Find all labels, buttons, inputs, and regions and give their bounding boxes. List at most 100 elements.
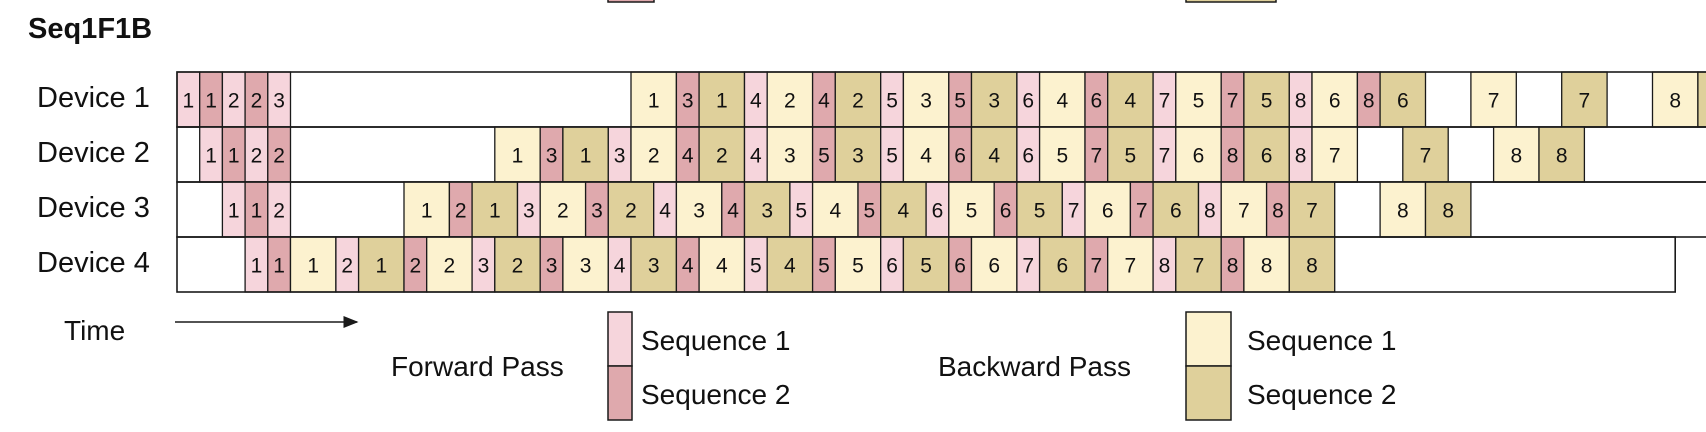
pass-block-rect xyxy=(1379,181,1427,238)
pass-block-b2-mb5: 5 xyxy=(1243,71,1290,128)
pass-block-number: 2 xyxy=(444,255,456,278)
pass-block-number: 6 xyxy=(1091,90,1103,113)
pass-block-rect xyxy=(1651,71,1699,128)
pass-block-number: 8 xyxy=(1261,255,1273,278)
pass-block-number: 3 xyxy=(648,255,660,278)
pass-block-number: 6 xyxy=(886,255,898,278)
pass-block-number: 1 xyxy=(205,145,217,168)
pass-block-b1-mb1: 1 xyxy=(403,181,451,238)
pass-block-number: 5 xyxy=(1125,145,1137,168)
pass-block-b2-mb4: 4 xyxy=(766,236,814,293)
pass-block-f2-mb7: 7 xyxy=(1084,126,1109,183)
legend-backward-seq1-swatch xyxy=(1185,311,1232,367)
pass-block-rect xyxy=(1038,71,1086,128)
pass-block-number: 4 xyxy=(898,200,910,223)
pass-block-b1-mb1: 1 xyxy=(630,71,678,128)
pass-block-number: 7 xyxy=(1091,255,1103,278)
pass-block-b2-mb4: 4 xyxy=(1107,71,1154,128)
pass-block-number: 5 xyxy=(1056,145,1068,168)
pass-block-f1-mb3: 3 xyxy=(607,126,632,183)
pass-block-rect xyxy=(1243,126,1290,183)
pass-block-b2-mb5: 5 xyxy=(902,236,950,293)
pass-block-b2-mb1: 1 xyxy=(562,126,609,183)
pass-block-b2-mb8: 8 xyxy=(1538,126,1586,183)
pass-block-b1-mb3: 3 xyxy=(766,126,814,183)
pass-block-f1-mb1: 1 xyxy=(176,71,201,128)
pass-block-number: 1 xyxy=(648,90,660,113)
pass-block-number: 7 xyxy=(1136,200,1148,223)
pass-block-number: 4 xyxy=(784,255,796,278)
pass-block-number: 3 xyxy=(546,145,558,168)
pass-block-rect xyxy=(289,236,337,293)
pass-block-b1-mb7: 7 xyxy=(1311,126,1359,183)
pass-block-number: 2 xyxy=(228,90,240,113)
device-label-3: Device 3 xyxy=(37,192,150,224)
legend-forward-seq1-swatch xyxy=(607,311,633,367)
pass-block-number: 5 xyxy=(750,255,762,278)
pass-block-b2-mb7: 7 xyxy=(1288,181,1336,238)
pass-block-b2-mb1: 1 xyxy=(471,181,519,238)
pass-block-number: 5 xyxy=(954,90,966,113)
pass-block-f1-mb2: 2 xyxy=(267,181,292,238)
pass-block-number: 2 xyxy=(557,200,569,223)
pass-block-number: 3 xyxy=(546,255,558,278)
pass-block-number: 6 xyxy=(1329,90,1341,113)
pass-block-b2-mb7: 7 xyxy=(1561,71,1608,128)
pass-block-number: 7 xyxy=(1579,90,1591,113)
pass-block-number: 3 xyxy=(682,90,694,113)
pass-block-number: 1 xyxy=(228,200,240,223)
pass-block-rect xyxy=(902,71,950,128)
pass-block-rect xyxy=(1107,236,1154,293)
pass-block-rect xyxy=(630,126,678,183)
pass-block-b1-mb2: 2 xyxy=(630,126,678,183)
pass-block-f1-mb7: 7 xyxy=(1152,126,1177,183)
cropped-backward-swatch xyxy=(1185,0,1277,3)
pass-block-rect xyxy=(630,71,678,128)
pass-block-number: 8 xyxy=(1295,145,1307,168)
pass-block-number: 6 xyxy=(1193,145,1205,168)
pass-block-b2-mb3: 3 xyxy=(834,126,882,183)
pass-block-f1-mb7: 7 xyxy=(1152,71,1177,128)
pass-block-f2-mb2: 2 xyxy=(403,236,428,293)
legend-forward-seq1-label: Sequence 1 xyxy=(641,325,791,356)
legend-backward-seq2-label: Sequence 2 xyxy=(1247,379,1397,410)
pass-block-b1-mb7: 7 xyxy=(1107,236,1154,293)
pass-block-number: 2 xyxy=(341,255,353,278)
pass-block-number: 5 xyxy=(886,145,898,168)
pipeline-rows: 1122313142425353646475758686778811221313… xyxy=(176,71,1706,293)
pass-block-f2-mb7: 7 xyxy=(1220,71,1245,128)
pass-block-rect xyxy=(1243,236,1290,293)
pass-block-b1-mb3: 3 xyxy=(562,236,609,293)
pass-block-f1-mb4: 4 xyxy=(653,181,678,238)
pass-block-b1-mb6: 6 xyxy=(970,236,1018,293)
pass-block-b1-mb4: 4 xyxy=(1038,71,1086,128)
pass-block-number: 7 xyxy=(1159,90,1171,113)
pass-block-f1-mb8: 8 xyxy=(1152,236,1177,293)
pass-block-number: 7 xyxy=(1420,145,1432,168)
pass-block-b1-mb6: 6 xyxy=(1175,126,1222,183)
device-label-4: Device 4 xyxy=(37,247,150,279)
pass-block-f2-mb7: 7 xyxy=(1129,181,1154,238)
pass-block-f2-mb3: 3 xyxy=(675,71,700,128)
pass-block-number: 3 xyxy=(761,200,773,223)
pass-block-number: 4 xyxy=(988,145,1000,168)
pass-block-number: 1 xyxy=(183,90,195,113)
pass-block-number: 3 xyxy=(523,200,535,223)
pass-block-number: 6 xyxy=(954,145,966,168)
pass-block-f1-mb6: 6 xyxy=(880,236,905,293)
pass-block-number: 4 xyxy=(614,255,626,278)
pass-block-number: 6 xyxy=(1000,200,1012,223)
pass-block-number: 6 xyxy=(1022,90,1034,113)
pass-block-b1-mb2: 2 xyxy=(766,71,814,128)
pass-block-rect xyxy=(562,236,609,293)
pass-block-number: 5 xyxy=(920,255,932,278)
device-row-frame-4 xyxy=(176,236,1676,293)
pass-block-number: 5 xyxy=(818,145,830,168)
pass-block-b2-mb1: 1 xyxy=(698,71,746,128)
pass-block-rect xyxy=(1038,236,1086,293)
pass-block-number: 7 xyxy=(1488,90,1500,113)
pass-block-f2-mb4: 4 xyxy=(675,126,700,183)
pass-block-number: 4 xyxy=(920,145,932,168)
pass-block-rect xyxy=(494,126,541,183)
pass-block-b2-mb8: 8 xyxy=(1697,71,1706,128)
